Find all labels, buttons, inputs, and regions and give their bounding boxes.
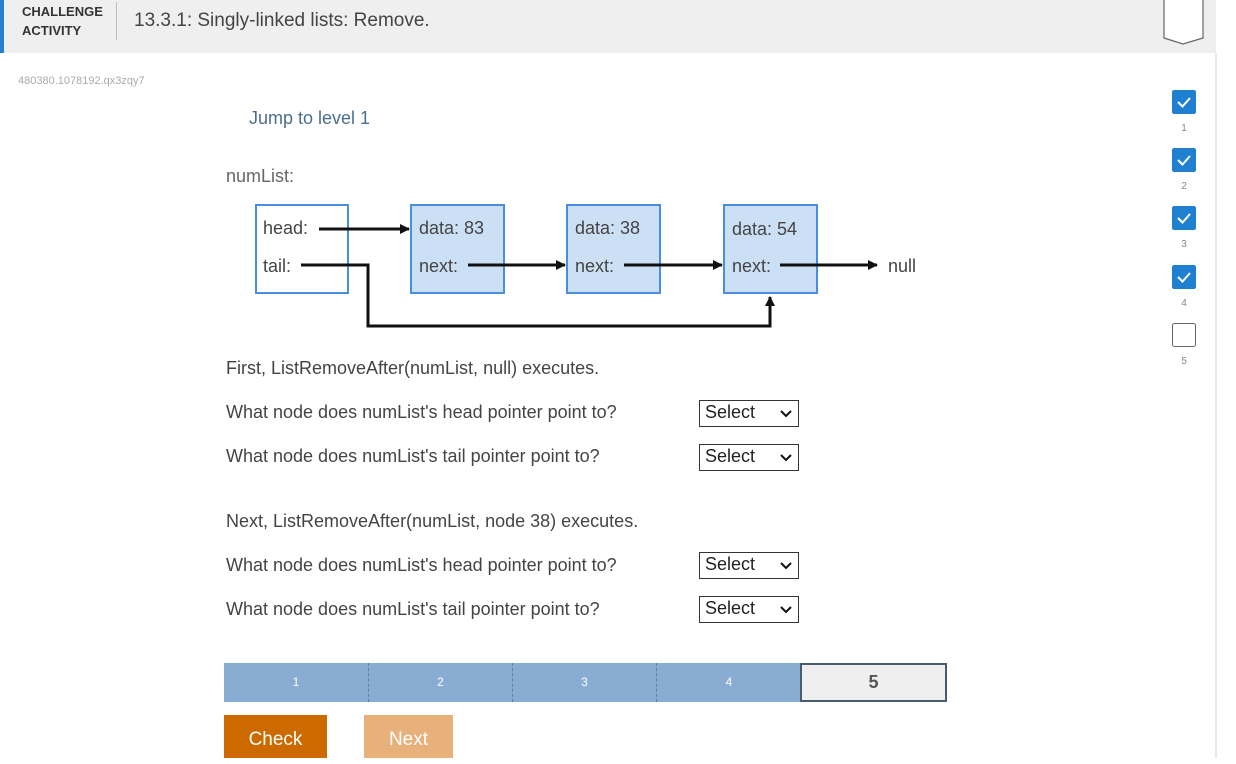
step-1-head-question: What node does numList's head pointer po…	[226, 402, 617, 422]
node-83: data: 83 next:	[410, 204, 505, 294]
tail-label: tail:	[263, 256, 291, 276]
level-5-current[interactable]: 5	[800, 663, 947, 702]
node-data: data: 38	[575, 218, 640, 238]
progress-label: 4	[1181, 298, 1187, 309]
checkmark-icon	[1172, 148, 1196, 172]
level-1[interactable]: 1	[224, 663, 369, 702]
next-button[interactable]: Next	[364, 715, 453, 758]
node-data: data: 83	[419, 218, 484, 238]
level-2[interactable]: 2	[369, 663, 513, 702]
step-1-sentence: First, ListRemoveAfter(numList, null) ex…	[226, 358, 600, 378]
progress-level-3: 3	[1172, 206, 1196, 250]
node-next: next:	[419, 256, 458, 276]
scroll-edge	[1215, 53, 1217, 758]
checkmark-icon	[1172, 265, 1196, 289]
step-2-tail-select[interactable]: Select	[699, 596, 799, 623]
level-bar: 1 2 3 4 5	[224, 663, 947, 702]
list-name-label: numList:	[226, 166, 295, 186]
chevron-down-icon	[780, 562, 792, 570]
progress-label: 5	[1181, 356, 1187, 367]
progress-label: 2	[1181, 181, 1187, 192]
progress-level-5: 5	[1172, 323, 1196, 367]
select-value: Select	[705, 446, 756, 466]
level-4[interactable]: 4	[657, 663, 801, 702]
bookmark-icon[interactable]	[1163, 0, 1205, 46]
node-54: data: 54 next:	[723, 204, 818, 294]
step-2-head-select[interactable]: Select	[699, 552, 799, 579]
progress-level-2: 2	[1172, 148, 1196, 192]
checkmark-icon	[1172, 206, 1196, 230]
level-3[interactable]: 3	[513, 663, 657, 702]
checkmark-icon	[1172, 90, 1196, 114]
jump-to-level-link[interactable]: Jump to level 1	[249, 108, 371, 128]
step-2-head-question: What node does numList's head pointer po…	[226, 555, 617, 575]
activity-header: CHALLENGE ACTIVITY 13.3.1: Singly-linked…	[0, 0, 1216, 53]
progress-label: 1	[1181, 123, 1187, 134]
node-next: next:	[575, 256, 614, 276]
step-1-tail-select[interactable]: Select	[699, 444, 799, 471]
empty-box-icon	[1172, 323, 1196, 347]
node-data: data: 54	[732, 219, 797, 239]
chevron-down-icon	[780, 454, 792, 462]
progress-level-4: 4	[1172, 265, 1196, 309]
progress-label: 3	[1181, 239, 1187, 250]
linked-list-diagram: head: tail: data: 83 next: data: 38 next…	[255, 204, 916, 328]
tail-arrow	[301, 263, 775, 328]
step-1-tail-question: What node does numList's tail pointer po…	[226, 446, 600, 466]
select-value: Select	[705, 598, 756, 618]
activity-title: 13.3.1: Singly-linked lists: Remove.	[134, 10, 430, 31]
step-1-head-select[interactable]: Select	[699, 400, 799, 427]
select-value: Select	[705, 402, 756, 422]
step-2-tail-question: What node does numList's tail pointer po…	[226, 599, 600, 619]
node-38: data: 38 next:	[566, 204, 661, 294]
null-label: null	[888, 256, 916, 276]
check-button[interactable]: Check	[224, 715, 327, 758]
progress-level-1: 1	[1172, 90, 1196, 134]
head-label: head:	[263, 218, 308, 238]
step-2-sentence: Next, ListRemoveAfter(numList, node 38) …	[226, 511, 639, 531]
header-divider	[116, 2, 117, 40]
select-value: Select	[705, 554, 756, 574]
activity-id: 480380.1078192.qx3zqy7	[18, 75, 145, 87]
chevron-down-icon	[780, 606, 792, 614]
challenge-activity-label: CHALLENGE ACTIVITY	[22, 4, 103, 38]
list-box	[255, 204, 349, 294]
node-next: next:	[732, 256, 771, 276]
chevron-down-icon	[780, 410, 792, 418]
